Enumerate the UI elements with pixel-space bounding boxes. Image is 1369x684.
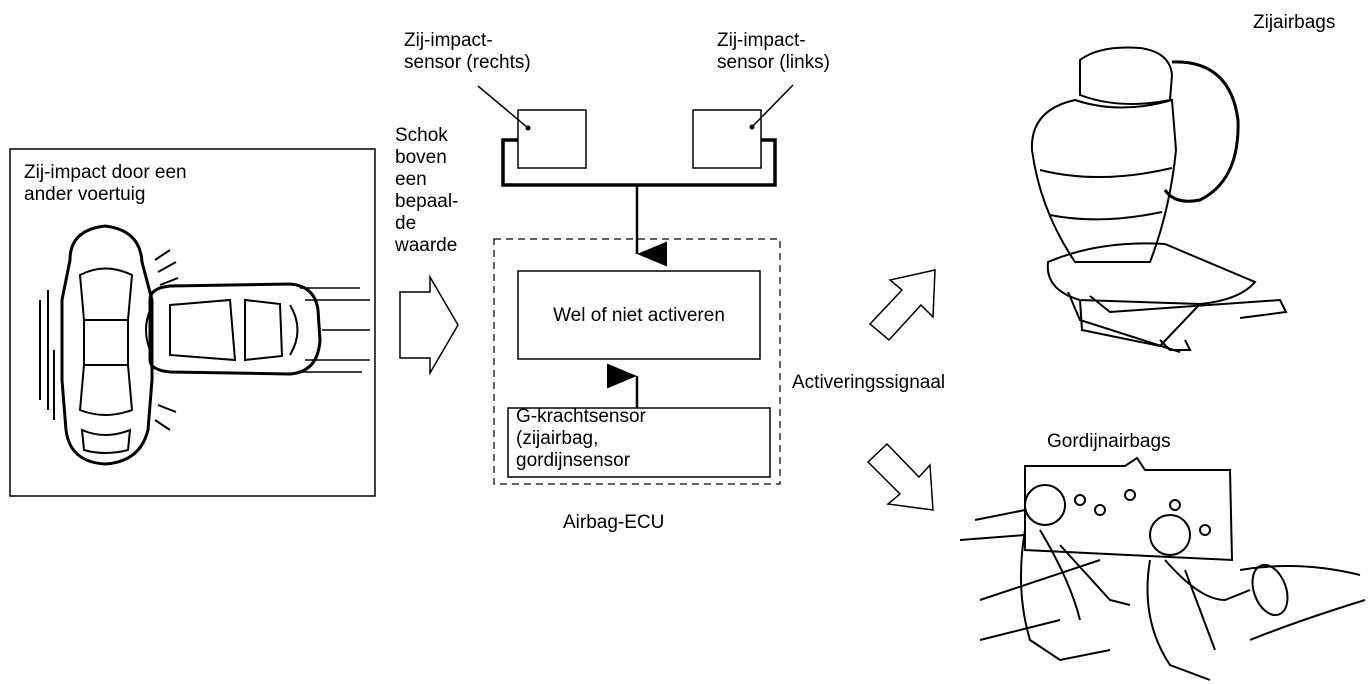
curtain-airbags-label: Gordijnairbags	[1047, 431, 1171, 452]
sensor-wiring	[501, 138, 777, 187]
shock-label: Schok boven een bepaal- de waarde	[395, 125, 459, 256]
sensor-left-box	[692, 109, 762, 169]
activation-arrow-up	[868, 269, 936, 342]
seat-side-airbag-illustration	[1030, 46, 1288, 353]
ecu-label: Airbag-ECU	[563, 512, 665, 533]
curtain-airbag-illustration	[959, 456, 1366, 681]
sensor-right-box	[517, 109, 587, 169]
sensor-right-label: Zij-impact- sensor (rechts)	[404, 30, 531, 73]
crash-scene-illustration	[39, 224, 370, 466]
decision-box	[517, 270, 761, 360]
impact-scene-frame	[9, 148, 376, 497]
side-airbags-label: Zijairbags	[1253, 12, 1336, 33]
airbag-ecu-box	[493, 238, 781, 485]
impact-box-label: Zij-impact door een ander voertuig	[24, 162, 187, 205]
activation-signal-label: Activeringssignaal	[792, 372, 946, 393]
activation-arrow-down	[866, 442, 934, 511]
sensor-left-label: Zij-impact- sensor (links)	[717, 30, 830, 73]
decision-label: Wel of niet activeren	[553, 305, 725, 326]
g-sensor-label: G-krachtsensor (zijairbag, gordijnsensor	[516, 406, 646, 471]
impact-arrow	[399, 274, 459, 376]
g-sensor-box	[507, 407, 771, 478]
